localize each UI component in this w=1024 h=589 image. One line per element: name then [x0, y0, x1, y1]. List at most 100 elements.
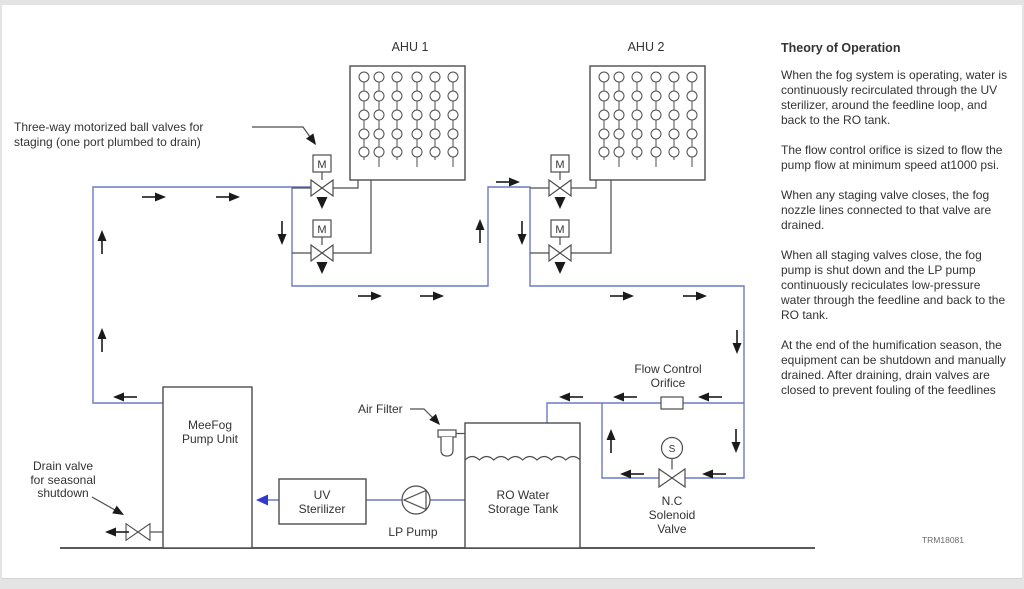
fog-nozzle	[613, 90, 625, 102]
fog-nozzle	[429, 90, 441, 102]
fog-nozzle	[631, 109, 643, 121]
page-border-top	[0, 0, 1024, 5]
fog-nozzle	[391, 109, 403, 121]
orifice-label-line1: Flow Control	[634, 362, 701, 376]
fog-nozzle	[650, 109, 662, 121]
fog-nozzle	[686, 128, 698, 140]
flow-arrow-right	[419, 290, 445, 302]
page-border-left	[0, 0, 2, 589]
theory-of-operation-panel: Theory of Operation When the fog system …	[781, 41, 1012, 413]
fog-nozzle	[358, 90, 370, 102]
tank-water-surface-wave	[464, 455, 581, 461]
uv-label-line1: UV	[314, 488, 331, 502]
theory-paragraph: When all staging valves close, the fog p…	[781, 248, 1006, 322]
fog-nozzle	[391, 90, 403, 102]
fog-nozzle	[613, 146, 625, 158]
fog-nozzle	[411, 146, 423, 158]
meefog-pump-unit-box	[162, 386, 253, 549]
fog-nozzle	[668, 146, 680, 158]
fog-nozzle	[411, 71, 423, 83]
fog-nozzle	[373, 90, 385, 102]
page-border-bottom	[0, 578, 1024, 589]
fog-nozzle	[411, 109, 423, 121]
staging-note-line1: Three-way motorized ball valves for	[14, 120, 203, 134]
ahu2-nozzle-grid	[598, 71, 698, 167]
fog-nozzle	[429, 128, 441, 140]
uv-label-line2: Sterilizer	[299, 502, 346, 516]
fog-nozzle	[613, 71, 625, 83]
flow-arrow-right	[495, 176, 521, 188]
fog-nozzle	[447, 109, 459, 121]
flow-arrow-left	[619, 468, 645, 480]
fog-nozzle	[373, 128, 385, 140]
motor-actuator-label: M	[555, 159, 564, 171]
fog-nozzle	[391, 146, 403, 158]
fog-nozzle	[373, 109, 385, 121]
fog-nozzle	[613, 109, 625, 121]
fog-nozzle	[447, 128, 459, 140]
lp-pump-symbol	[401, 485, 431, 515]
flow-arrow-up	[474, 218, 486, 244]
theory-paragraph: When any staging valve closes, the fog n…	[781, 188, 992, 232]
fog-nozzle	[429, 71, 441, 83]
fog-nozzle	[358, 109, 370, 121]
fog-nozzle	[358, 146, 370, 158]
fog-nozzle	[631, 146, 643, 158]
fog-nozzle	[668, 128, 680, 140]
drain-discharge-arrow	[104, 526, 130, 538]
fog-nozzle	[429, 146, 441, 158]
fog-nozzle	[429, 109, 441, 121]
solenoid-label-line2: Solenoid	[649, 508, 696, 522]
solenoid-label-line1: N.C	[662, 494, 683, 508]
theory-title: Theory of Operation	[781, 41, 901, 55]
flow-arrow-down	[276, 220, 288, 246]
page-border-right	[1022, 0, 1024, 589]
fog-nozzle	[686, 146, 698, 158]
tank-label-line1: RO Water	[497, 488, 550, 502]
fog-nozzle	[631, 90, 643, 102]
flow-arrow-right	[609, 290, 635, 302]
leader-arrowhead	[112, 505, 127, 519]
fog-nozzle	[358, 71, 370, 83]
fog-nozzle	[631, 128, 643, 140]
fog-nozzle	[650, 90, 662, 102]
flow-arrow-right	[215, 191, 241, 203]
fog-nozzle	[358, 128, 370, 140]
fog-nozzle	[447, 71, 459, 83]
flow-arrow-down	[516, 220, 528, 246]
fog-nozzle	[650, 146, 662, 158]
flow-arrow-left	[612, 391, 638, 403]
tank-label-line2: Storage Tank	[488, 502, 559, 516]
flow-arrow-up	[605, 428, 617, 454]
valve-branch-stubs	[292, 187, 549, 254]
flow-arrow-down	[730, 428, 742, 454]
ahu1-box	[349, 65, 466, 181]
flow-arrow-down	[731, 329, 743, 355]
fog-nozzle	[373, 146, 385, 158]
flow-arrow-left	[112, 391, 138, 403]
fog-nozzle	[598, 109, 610, 121]
fog-nozzle	[391, 71, 403, 83]
fog-nozzle	[613, 128, 625, 140]
fog-nozzle	[598, 128, 610, 140]
fog-nozzle	[411, 90, 423, 102]
staging-note-leader	[252, 126, 316, 145]
leader-lines	[91, 126, 444, 519]
lp-pump-label: LP Pump	[388, 525, 437, 539]
theory-paragraph: When the fog system is operating, water …	[781, 68, 1008, 127]
motor-actuator-label: M	[317, 159, 326, 171]
drain-note-line2: for seasonal	[30, 473, 95, 487]
drain-note-line3: shutdown	[37, 486, 88, 500]
drain-valve-symbol	[125, 523, 151, 541]
ahu1-nozzle-grid	[358, 71, 459, 167]
drain-note-line1: Drain valve	[33, 459, 93, 473]
solenoid-letter: S	[669, 444, 676, 455]
blue-arrowhead-into-meefog	[256, 494, 268, 506]
fog-nozzle	[650, 128, 662, 140]
fog-nozzle	[686, 90, 698, 102]
flow-arrow-right	[682, 290, 708, 302]
orifice-label-line2: Orifice	[651, 376, 686, 390]
flow-arrow-up	[96, 229, 108, 255]
leader-arrowhead	[306, 133, 320, 148]
